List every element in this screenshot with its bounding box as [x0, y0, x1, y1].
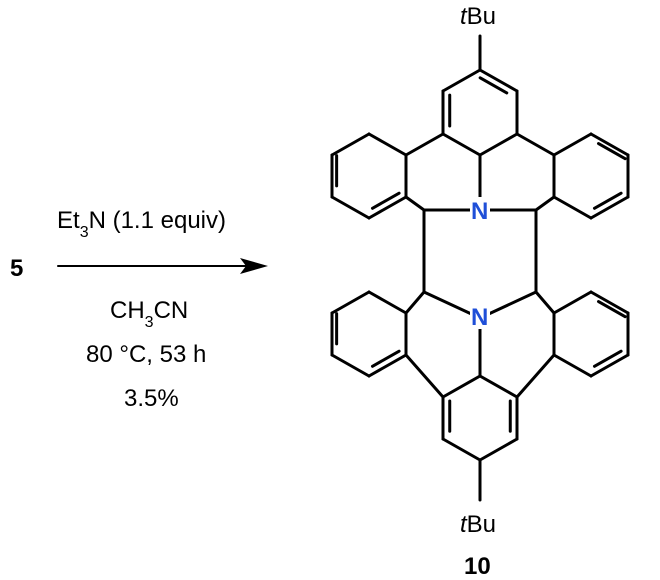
- nitrogen-atom-top: N: [471, 198, 488, 225]
- double-bond-line: [370, 191, 401, 210]
- temperature-time-text: 80 °C, 53 h: [86, 341, 206, 368]
- bond-line: [552, 353, 593, 378]
- bond-line: [330, 290, 371, 315]
- product-label: 10: [464, 553, 491, 580]
- reagent-text: Et3N (1.1 equiv): [57, 207, 226, 241]
- bond-line: [515, 132, 556, 157]
- bond-line: [478, 374, 519, 399]
- bond-line: [367, 290, 408, 315]
- nitrogen-atom-bottom: N: [471, 304, 488, 331]
- tbu-bottom-label: tBu: [460, 511, 496, 538]
- bond-line: [367, 195, 408, 220]
- bond-line: [534, 290, 556, 315]
- bond-line: [367, 132, 408, 157]
- bond-line: [441, 68, 482, 93]
- bond-line: [441, 374, 482, 399]
- bond-line: [552, 132, 593, 157]
- bond-line: [478, 132, 519, 157]
- double-bond-line: [478, 76, 509, 95]
- bond-line: [589, 195, 630, 220]
- bond-line: [441, 437, 482, 462]
- tbu-top-label: tBu: [460, 3, 496, 30]
- bond-line: [404, 353, 445, 399]
- product-structure-bonds: [330, 34, 630, 502]
- double-bond-line: [597, 142, 627, 161]
- bond-line: [589, 353, 630, 378]
- bond-line: [589, 132, 630, 157]
- bond-line: [478, 437, 519, 462]
- bond-line: [330, 353, 371, 378]
- bond-line: [515, 353, 556, 399]
- bond-line: [330, 132, 371, 157]
- bond-line: [404, 195, 426, 212]
- reactant-label: 5: [10, 255, 23, 282]
- bond-line: [534, 195, 556, 212]
- solvent-text: CH3CN: [110, 297, 188, 331]
- bond-line: [404, 132, 445, 157]
- bond-line: [330, 195, 371, 220]
- double-bond-line: [370, 349, 401, 368]
- bond-line: [478, 68, 519, 93]
- bond-line: [404, 290, 426, 315]
- bond-line: [552, 195, 593, 220]
- double-bond-line: [597, 300, 627, 319]
- double-bond-line: [592, 349, 623, 368]
- yield-text: 3.5%: [124, 385, 179, 412]
- bond-line: [367, 353, 408, 378]
- bond-line: [589, 290, 630, 315]
- bond-line: [552, 290, 593, 315]
- bond-line: [441, 132, 482, 157]
- reaction-arrow: [57, 258, 268, 274]
- double-bond-line: [592, 191, 623, 210]
